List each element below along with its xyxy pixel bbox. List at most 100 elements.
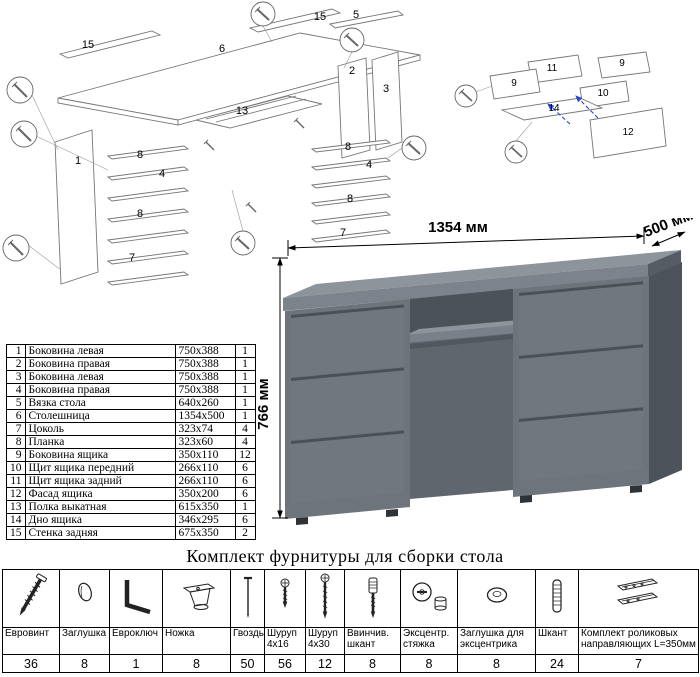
part-size: 350x200: [174, 487, 236, 501]
drawer-front[interactable]: [519, 410, 643, 481]
hardware-icon-cell: [162, 569, 231, 628]
part-qty: 1: [234, 409, 256, 423]
hardware-item-qty: 50: [230, 654, 265, 673]
drawer-front[interactable]: [291, 370, 404, 441]
hardware-item-qty: 24: [535, 654, 579, 673]
hardware-detail-circles: [454, 84, 528, 164]
hardware-icon-cell: [109, 569, 163, 628]
cam-lock-icon: [412, 582, 447, 611]
leader-lines: [475, 85, 533, 142]
height-dimension: [272, 257, 288, 519]
keyboard-tray-front[interactable]: [406, 325, 517, 343]
hardware-qty-row: 36 8 1 8 50 56 12 8 8 8 24 7: [2, 654, 699, 673]
diagram-callouts: 15 6 15 5 2 3 1 13 8 4 8 7 8 4 8 7: [75, 9, 389, 264]
hardware-item-name: Шуруп 4x16: [264, 627, 306, 655]
tabletop-front-edge: [283, 264, 648, 311]
drawer-front[interactable]: [291, 433, 404, 504]
part-size: 266x110: [174, 474, 236, 488]
hardware-item-name: Эксцентр. стяжка: [400, 627, 458, 655]
part-number: 12: [6, 487, 26, 501]
drawer-side-panel-left: [489, 68, 541, 100]
stretcher-panel: [328, 10, 405, 29]
part-name: Фасад ящика: [24, 487, 176, 501]
right-side-panel-3: [371, 51, 403, 151]
detail-circle: [454, 84, 478, 108]
part-size: 750x388: [174, 370, 236, 384]
part-name: Щит ящика передний: [24, 461, 176, 475]
width-dimension: [287, 228, 645, 256]
part-name: Вязка стола: [24, 396, 176, 410]
drawer-exploded-panels: [489, 51, 667, 159]
part-size: 675x350: [174, 526, 236, 540]
hardware-icon-cell: [344, 569, 401, 628]
callout-label: 6: [219, 43, 225, 55]
drawer-front[interactable]: [291, 307, 404, 378]
hardware-item-name: Заглушка: [59, 627, 110, 655]
detail-circle: [401, 135, 427, 161]
callout-label: 1: [75, 155, 81, 167]
screw-in-dowel-icon: [368, 577, 377, 619]
detail-circle: [504, 140, 528, 164]
exploded-diagram-desk: 15 6 15 5 2 3 1 13 8 4 8 7 8 4 8 7: [2, 1, 427, 286]
hardware-item-name: Ножка: [162, 627, 231, 655]
detail-circle: [230, 230, 256, 256]
part-number: 1: [6, 344, 26, 358]
detail-circle: [2, 234, 30, 262]
hardware-item-name: Ввинчив. шкант: [344, 627, 401, 655]
back-panel-left: [58, 30, 162, 59]
callout-label: 4: [159, 168, 165, 180]
hardware-item-qty: 36: [2, 654, 60, 673]
part-size: 750x388: [174, 357, 236, 371]
hardware-item-name: Заглушка для эксцентрика: [457, 627, 536, 655]
foot: [386, 509, 398, 517]
drawer-gap: [291, 430, 404, 444]
part-qty: 1: [234, 383, 256, 397]
part-number: 7: [6, 422, 26, 436]
part-qty: 4: [234, 422, 256, 436]
part-size: 750x388: [174, 383, 236, 397]
part-number: 5: [6, 396, 26, 410]
exploded-diagram-drawer: 11 9 9 10 14 12: [454, 51, 667, 164]
part-size: 750x388: [174, 344, 236, 358]
tabletop-top: [283, 250, 681, 298]
part-name: Боковина правая: [24, 357, 176, 371]
part-number: 8: [6, 435, 26, 449]
part-qty: 2: [234, 526, 256, 540]
callout-label: 9: [511, 78, 517, 89]
part-size: 1354x500: [174, 409, 236, 423]
hardware-item-qty: 8: [59, 654, 110, 673]
desk-exploded-panels: [54, 8, 421, 286]
drawer-front[interactable]: [519, 347, 643, 418]
kneehole-top-shadow: [410, 289, 513, 334]
hardware-item-qty: 1: [109, 654, 163, 673]
detail-circle: [6, 76, 34, 104]
hardware-detail-circles: [2, 1, 427, 262]
part-qty: 1: [234, 500, 256, 514]
callout-label: 14: [548, 103, 560, 114]
callout-label: 11: [547, 63, 558, 74]
wooden-dowel-icon: [552, 579, 562, 613]
part-number: 4: [6, 383, 26, 397]
drawer-gap: [519, 407, 643, 422]
hardware-item-name: Евровинт: [2, 627, 60, 655]
screw-4x30-icon: [320, 573, 330, 619]
hardware-item-qty: 8: [400, 654, 458, 673]
drawer-gap: [291, 304, 404, 318]
detail-circle: [339, 27, 365, 53]
hardware-icon-cell: [264, 569, 306, 628]
drawer-front[interactable]: [519, 284, 643, 355]
hardware-icon-cell: [457, 569, 536, 628]
part-name: Боковина левая: [24, 344, 176, 358]
callout-label: 8: [347, 193, 353, 205]
callout-label: 7: [340, 227, 346, 239]
hardware-item-name: Шуруп 4x30: [305, 627, 345, 655]
nail-icon: [243, 576, 252, 618]
part-qty: 4: [234, 435, 256, 449]
callout-label: 2: [349, 65, 355, 77]
